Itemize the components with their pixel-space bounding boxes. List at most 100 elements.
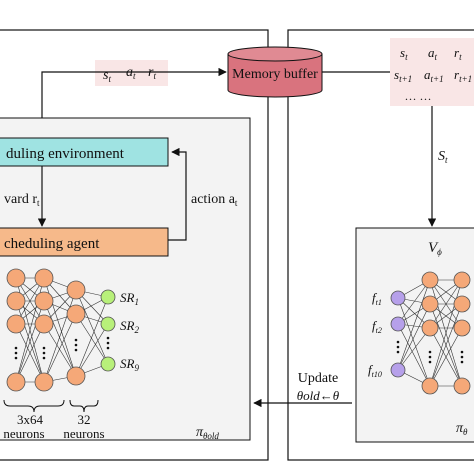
ellipsis-dot (396, 340, 400, 344)
actor-hidden-neuron (6, 291, 26, 311)
critic-title: Vϕ (428, 240, 442, 257)
input-label-ft10: ft10 (368, 362, 382, 379)
critic-hidden-neuron (421, 319, 439, 337)
critic-input-neuron (390, 362, 406, 378)
ellipsis-dot (396, 345, 400, 349)
network-connection (43, 300, 77, 377)
scheduling-environment-box (0, 137, 169, 167)
policy-old-label: πθold (196, 425, 219, 441)
critic-input-neuron (390, 316, 406, 332)
neurons-label-2: neurons (63, 426, 104, 441)
actor-hidden-neuron (66, 304, 86, 324)
network-connection (43, 313, 77, 383)
actor-hidden-neuron (34, 291, 54, 311)
right-row1-r: rt (454, 45, 462, 62)
ellipsis-dot (74, 343, 78, 347)
ellipsis-dot (106, 341, 110, 345)
network-connection (43, 323, 77, 377)
actor-output-neuron (100, 316, 116, 332)
ellipsis-dot (42, 356, 46, 360)
ellipsis-dot (428, 350, 432, 354)
output-label-sr2: SR2 (120, 318, 139, 335)
memory-buffer-label: Memory buffer (232, 67, 318, 82)
output-label-sr9: SR9 (120, 356, 139, 373)
policy-new-label: πθ (456, 421, 468, 437)
transition-box-top (95, 60, 168, 86)
network-connection (75, 296, 109, 377)
layer-size-2: 32 (78, 412, 91, 427)
network-connection (75, 323, 109, 377)
ellipsis-dot (14, 346, 18, 350)
right-row1-s: st (400, 45, 408, 62)
memory-buffer: Memory buffer (227, 46, 323, 98)
network-connection (43, 289, 77, 383)
actor-output-neuron (100, 289, 116, 305)
brace-layer-2 (69, 399, 99, 413)
actor-hidden-neuron (34, 268, 54, 288)
actor-hidden-neuron (6, 314, 26, 334)
ellipsis-dot (106, 336, 110, 340)
scheduling-agent-label: cheduling agent (4, 236, 100, 252)
network-connection (397, 303, 431, 371)
left-outer-frame (0, 29, 269, 461)
scheduling-agent-box (0, 227, 169, 257)
network-connection (397, 297, 431, 387)
update-formula: θold←θ (297, 388, 340, 403)
network-connection (429, 303, 463, 387)
network-connection (15, 300, 45, 383)
right-row1-a: at (428, 45, 438, 62)
reward-label: vard rt (4, 192, 40, 208)
update-label: Update (298, 371, 338, 386)
transition-s: st (103, 68, 111, 84)
critic-input-neuron (390, 290, 406, 306)
network-connection (429, 279, 463, 329)
critic-hidden-neuron (453, 271, 471, 289)
arrow-action (168, 147, 187, 241)
ellipsis-dot (460, 360, 464, 364)
action-label: action at (191, 192, 238, 208)
right-outer-frame (287, 29, 474, 461)
critic-network (390, 271, 471, 395)
ellipsis-dot (74, 338, 78, 342)
network-connection (397, 279, 431, 371)
neurons-label-1: neurons (3, 426, 44, 441)
ellipsis-dot (42, 346, 46, 350)
arrow-to-buffer (41, 67, 227, 119)
ellipsis-dot (106, 346, 110, 350)
actor-hidden-neuron (66, 280, 86, 300)
input-label-ft1: ft1 (372, 290, 382, 307)
actor-output-neuron (100, 356, 116, 372)
actor-network (6, 268, 116, 392)
right-row2-a: at+1 (424, 67, 444, 84)
network-connection (429, 327, 463, 387)
output-label-sr1: SR1 (120, 290, 139, 307)
ellipsis-dot (42, 351, 46, 355)
network-connection (75, 289, 109, 365)
right-ellipsis: … … (405, 89, 432, 103)
brace-layer-1 (3, 399, 65, 413)
ellipsis-dot (428, 355, 432, 359)
ellipsis-dot (460, 355, 464, 359)
actor-hidden-neuron (6, 268, 26, 288)
network-connection (397, 279, 431, 325)
critic-hidden-neuron (453, 295, 471, 313)
network-connection (397, 323, 431, 387)
critic-hidden-neuron (421, 271, 439, 289)
layer-size-1: 3x64 (17, 412, 44, 427)
network-connection (15, 323, 45, 383)
right-row2-r: rt+1 (454, 67, 472, 84)
critic-hidden-neuron (453, 377, 471, 395)
critic-hidden-neuron (453, 319, 471, 337)
ellipsis-dot (428, 360, 432, 364)
network-connection (75, 313, 109, 365)
critic-hidden-neuron (421, 377, 439, 395)
ellipsis-dot (14, 356, 18, 360)
actor-hidden-neuron (66, 366, 86, 386)
state-label: St (438, 149, 448, 165)
scheduling-environment-label: duling environment (6, 146, 125, 162)
actor-hidden-neuron (6, 372, 26, 392)
right-row2-s: st+1 (394, 67, 412, 84)
network-connection (397, 327, 431, 371)
input-label-ft2: ft2 (372, 318, 382, 335)
